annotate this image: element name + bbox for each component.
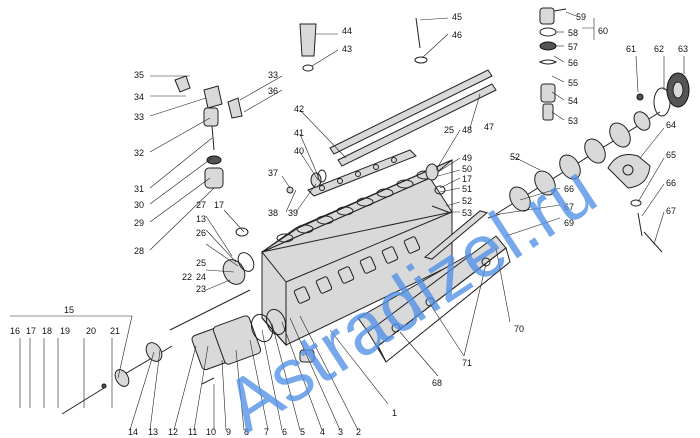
housing-side-windows	[293, 236, 421, 304]
gasket-bolt-pin	[630, 199, 663, 253]
callout-34: 34	[134, 92, 144, 102]
callout-56: 54	[568, 96, 578, 106]
callout-69: 67	[666, 206, 676, 216]
callout-31: 31	[134, 184, 144, 194]
callout-17: 17	[26, 326, 36, 336]
delivery-valve-assembly	[174, 75, 243, 189]
callout-3: 3	[338, 427, 343, 437]
callout-41: 41	[294, 128, 304, 138]
bearing-cap	[607, 154, 651, 189]
callout-61: 59	[576, 12, 586, 22]
callout-53: 53	[462, 208, 472, 218]
callout-70: 66	[564, 184, 574, 194]
callout-63: 61	[626, 44, 636, 54]
callout-48: 48	[462, 125, 472, 135]
callout-65: 63	[678, 44, 688, 54]
bearing	[636, 72, 690, 117]
housing-top-bores	[276, 170, 434, 243]
callout-30: 30	[134, 200, 144, 210]
leader-lines	[10, 11, 685, 431]
callout-62: 60	[598, 26, 608, 36]
callout-47: 47	[484, 122, 494, 132]
callout-33-right: 33	[268, 70, 278, 80]
callout-50: 50	[462, 164, 472, 174]
callout-14: 14	[128, 427, 138, 437]
callout-58: 56	[568, 58, 578, 68]
callout-54: 52	[510, 152, 520, 162]
callout-40: 40	[294, 146, 304, 156]
callout-60: 58	[568, 28, 578, 38]
callout-11: 11	[188, 427, 197, 437]
callout-25-left: 25	[196, 258, 206, 268]
rail-holes	[319, 157, 397, 191]
callout-10: 10	[206, 427, 216, 437]
callout-43: 43	[342, 44, 352, 54]
control-rack	[329, 69, 497, 167]
callout-39: 39	[288, 208, 298, 218]
callout-74: 71	[462, 358, 472, 368]
callout-71: 67	[564, 202, 574, 212]
callout-20: 20	[86, 326, 96, 336]
callout-4: 4	[320, 427, 325, 437]
callout-17-right: 17	[462, 174, 472, 184]
callout-labels: 16 17 18 19 20 21 15 14 13 12 11 10 9 8 …	[10, 12, 688, 437]
drive-coupling-group	[61, 227, 315, 415]
callout-67: 65	[666, 150, 676, 160]
callout-46: 46	[452, 30, 462, 40]
callout-1: 1	[392, 408, 397, 418]
callout-5: 5	[300, 427, 305, 437]
callout-27: 27	[196, 200, 206, 210]
plunger-assembly-right	[538, 7, 567, 121]
fittings	[286, 163, 501, 219]
callout-64: 62	[654, 44, 664, 54]
callout-38: 38	[268, 208, 278, 218]
callout-6: 6	[282, 427, 287, 437]
callout-16: 16	[10, 326, 20, 336]
callout-12: 12	[168, 427, 178, 437]
callout-28: 28	[134, 246, 144, 256]
callout-68: 66	[666, 178, 676, 188]
callout-29: 29	[134, 218, 144, 228]
callout-66: 64	[666, 120, 676, 130]
callout-15: 15	[64, 305, 74, 315]
callout-13: 13	[148, 427, 158, 437]
callout-24: 24	[196, 272, 206, 282]
callout-26: 26	[196, 228, 206, 238]
callout-13-mid: 13	[196, 214, 206, 224]
callout-55: 53	[568, 116, 578, 126]
callout-35: 35	[134, 70, 144, 80]
callout-19: 19	[60, 326, 70, 336]
callout-23: 23	[196, 284, 206, 294]
callout-21: 21	[110, 326, 120, 336]
callout-8: 8	[244, 427, 249, 437]
callout-72-right: 69	[564, 218, 574, 228]
callout-44: 44	[342, 26, 352, 36]
callout-42: 42	[294, 104, 304, 114]
callout-45: 45	[452, 12, 462, 22]
camshaft	[495, 111, 661, 215]
callout-25-right: 25	[444, 125, 454, 135]
callout-37: 37	[268, 168, 278, 178]
side-covers	[357, 210, 511, 363]
callout-73: 70	[514, 324, 524, 334]
injector-and-bolt	[299, 17, 428, 72]
callout-17-mid: 17	[214, 200, 224, 210]
callout-52: 52	[462, 196, 472, 206]
pump-housing	[261, 149, 453, 347]
callout-32: 32	[134, 148, 144, 158]
callout-22: 22	[182, 272, 192, 282]
callout-36: 36	[268, 86, 278, 96]
callout-72-bottom: 68	[432, 378, 442, 388]
callout-18: 18	[42, 326, 52, 336]
callout-57: 55	[568, 78, 578, 88]
callout-33-left: 33	[134, 112, 144, 122]
callout-51: 51	[462, 184, 472, 194]
callout-2: 2	[356, 427, 361, 437]
callout-49: 49	[462, 153, 472, 163]
callout-7: 7	[264, 427, 269, 437]
callout-59: 57	[568, 42, 578, 52]
callout-9: 9	[226, 427, 231, 437]
